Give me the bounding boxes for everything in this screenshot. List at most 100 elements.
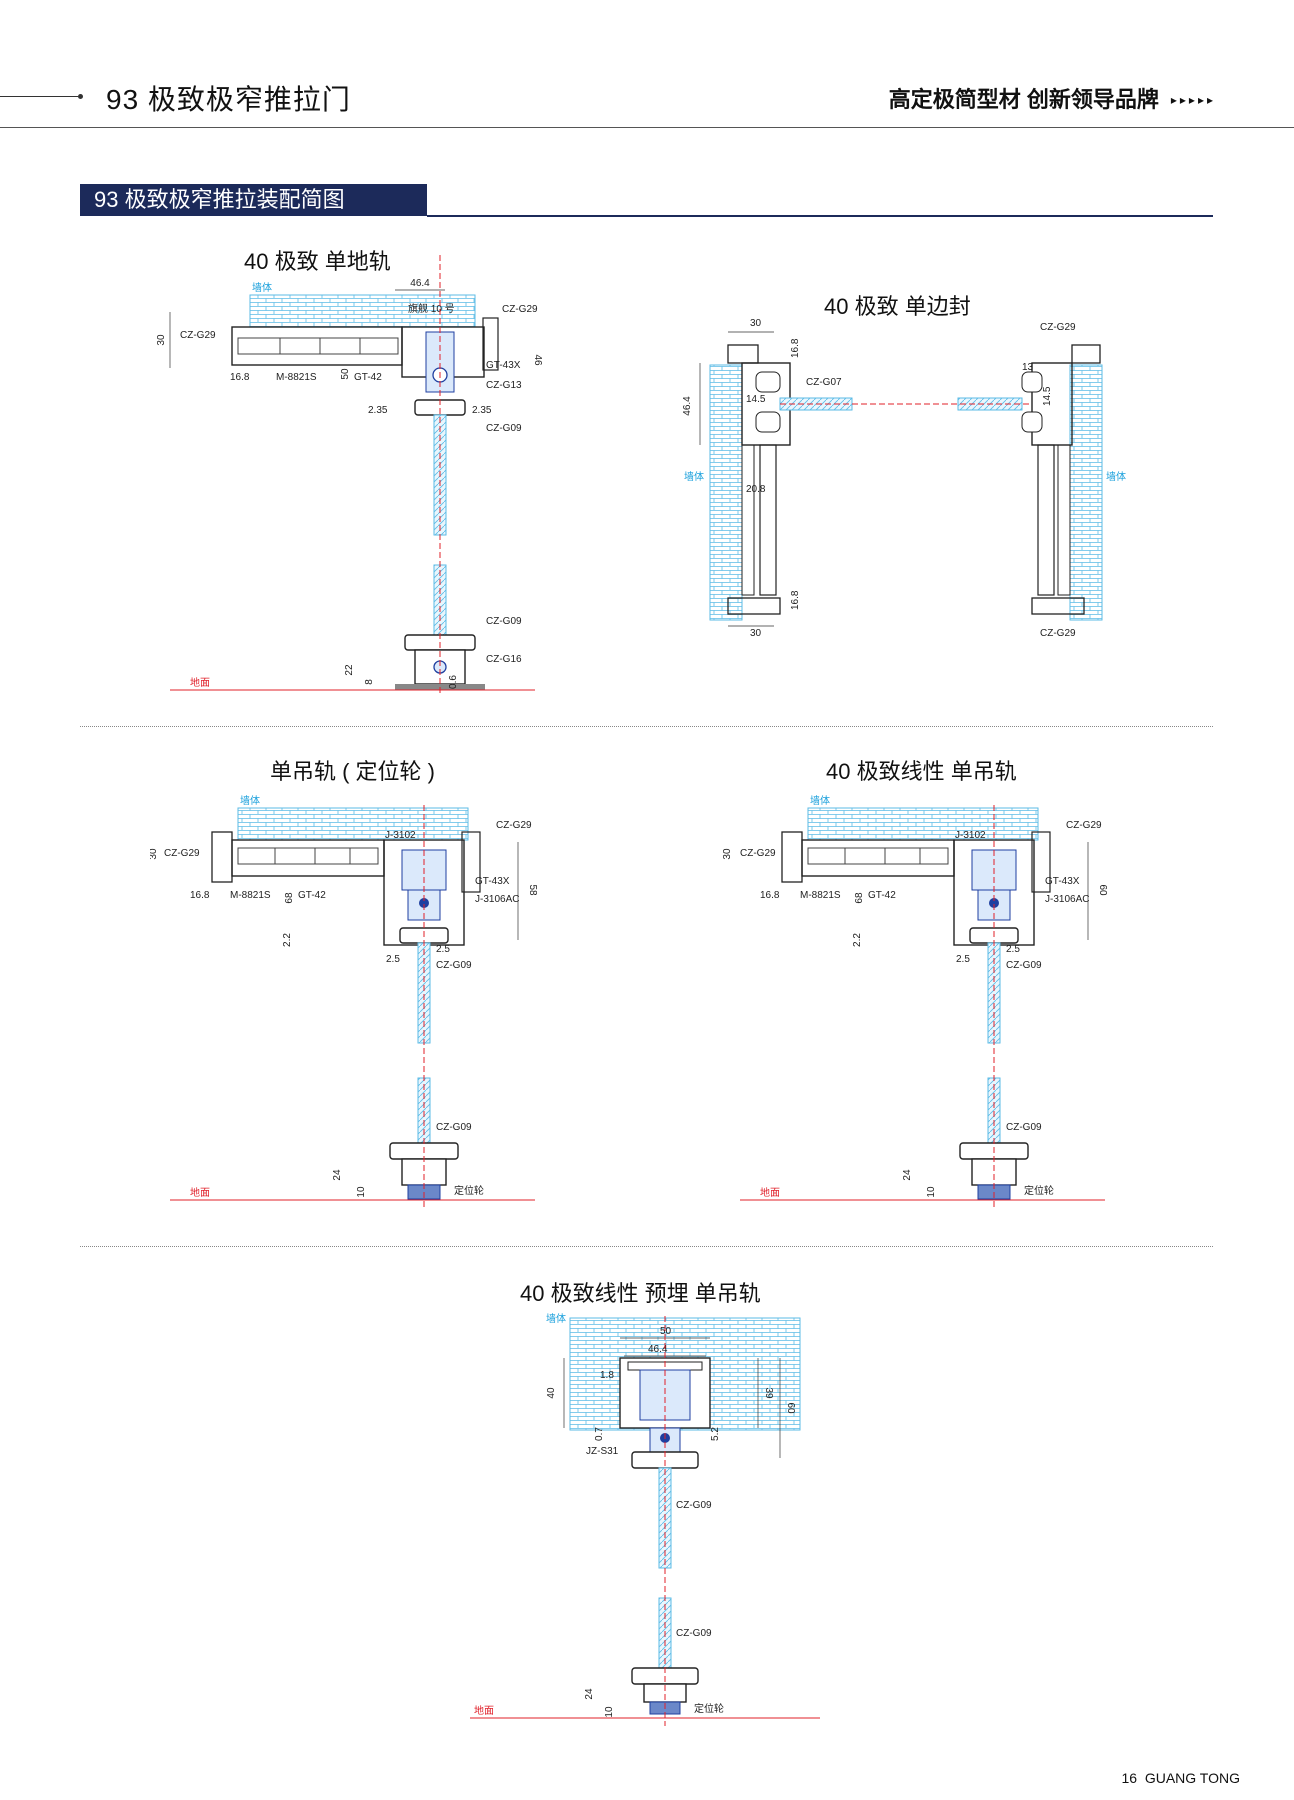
label-gt42: GT-42 [298, 890, 326, 901]
label-dim60: 60 [785, 1402, 796, 1414]
label-d235a: 2.35 [368, 405, 388, 416]
label-dim208: 20.8 [746, 484, 766, 495]
diagram-5-title: 40 极致线性 预埋 单吊轨 [520, 1281, 761, 1306]
label-dim30: 30 [722, 848, 733, 860]
label-wall-right: 墙体 [1106, 470, 1126, 483]
section-rule [427, 215, 1213, 217]
label-d25a: 2.5 [956, 954, 970, 965]
label-czg29-r: CZ-G29 [1066, 820, 1102, 831]
label-wheel: 定位轮 [454, 1184, 484, 1197]
label-dim168: 16.8 [760, 890, 780, 901]
label-dim168: 16.8 [190, 890, 210, 901]
label-dim22: 2.2 [282, 933, 293, 947]
page-footer: 16 GUANG TONG [1121, 1770, 1240, 1786]
label-dim168: 16.8 [230, 372, 250, 383]
label-wheel: 定位轮 [1024, 1184, 1054, 1197]
label-czg29-l: CZ-G29 [164, 848, 200, 859]
label-dim24: 24 [332, 1169, 343, 1181]
label-czg09a: CZ-G09 [486, 423, 522, 434]
label-wall: 墙体 [546, 1312, 566, 1325]
label-czg29-r: CZ-G29 [502, 304, 538, 315]
diagram-4: 墙体 J-3102 CZ-G29 CZ-G29 30 60 GT-43X J-3… [722, 794, 1108, 1210]
label-dim10: 10 [604, 1706, 615, 1718]
label-czg09b: CZ-G09 [1006, 1122, 1042, 1133]
diagram-4-title: 40 极致线性 单吊轨 [826, 759, 1017, 784]
label-czg16: CZ-G16 [486, 654, 522, 665]
label-dim68: 68 [854, 892, 865, 904]
label-dim18: 1.8 [600, 1370, 614, 1381]
label-czg09a: CZ-G09 [436, 960, 472, 971]
label-czg09a: CZ-G09 [676, 1500, 712, 1511]
brand-slogan: 高定极简型材 创新领导品牌 ▸▸▸▸▸ [889, 82, 1216, 114]
label-dim52: 5.2 [710, 1427, 721, 1441]
label-dim24: 24 [902, 1169, 913, 1181]
label-floor: 地面 [190, 676, 210, 689]
label-wall: 墙体 [252, 281, 272, 294]
label-jzs31: JZ-S31 [586, 1446, 619, 1457]
label-dim145: 14.5 [746, 394, 766, 405]
label-dim10: 10 [356, 1186, 367, 1198]
label-czg29-l: CZ-G29 [740, 848, 776, 859]
label-dim13: 13 [1022, 362, 1034, 373]
label-czg29-r: CZ-G29 [496, 820, 532, 831]
label-d25b: 2.5 [436, 944, 450, 955]
label-czg29-top: CZ-G29 [1040, 322, 1076, 333]
label-d235b: 2.35 [472, 405, 492, 416]
label-wall: 墙体 [810, 794, 830, 807]
page-title: 93 极致极窄推拉门 [106, 84, 351, 115]
label-j3102: J-3102 [385, 830, 416, 841]
label-dim145-right: 14.5 [1042, 386, 1053, 406]
label-czg29-l: CZ-G29 [180, 330, 216, 341]
label-dim22: 22 [344, 664, 355, 676]
label-dim10: 10 [926, 1186, 937, 1198]
diagram-2-title: 40 极致 单边封 [824, 294, 971, 319]
label-dim60: 60 [1097, 884, 1108, 896]
label-m8821: M-8821S [230, 890, 271, 901]
diagram-2: 墙体 30 16.8 CZ-G07 46.4 14.5 20.8 16.8 30… [682, 318, 1126, 639]
label-dim30: 30 [150, 848, 159, 860]
label-czg09a: CZ-G09 [1006, 960, 1042, 971]
label-wall: 墙体 [240, 794, 260, 807]
label-dim07: 0.7 [594, 1427, 605, 1441]
label-gt42: GT-42 [354, 372, 382, 383]
diagram-3: 墙体 J-3102 CZ-G29 CZ-G29 30 58 GT-43X J-3… [150, 794, 538, 1210]
label-dim8: 8 [364, 679, 375, 685]
label-czg29-bottom: CZ-G29 [1040, 628, 1076, 639]
label-gt42: GT-42 [868, 890, 896, 901]
label-czg09b: CZ-G09 [486, 616, 522, 627]
label-j3102: J-3102 [955, 830, 986, 841]
page-number: 16 [1121, 1770, 1138, 1786]
slogan-text: 高定极简型材 创新领导品牌 [888, 87, 1159, 112]
label-dim30-bottom: 30 [750, 628, 762, 639]
label-j3106: J-3106AC [1045, 894, 1089, 905]
label-gt43x: GT-43X [1045, 876, 1080, 887]
label-qijian: 旗舰 10 号 [408, 302, 455, 315]
label-dim22: 2.2 [852, 933, 863, 947]
label-dim168-bottom: 16.8 [790, 590, 801, 610]
diagram-1-title: 40 极致 单地轨 [244, 249, 391, 274]
label-dim-top: 46.4 [410, 278, 430, 289]
label-m8821: M-8821S [800, 890, 841, 901]
label-dim464: 46.4 [648, 1344, 668, 1355]
label-czg09b: CZ-G09 [676, 1628, 712, 1639]
label-floor: 地面 [474, 1704, 494, 1717]
label-czg13: CZ-G13 [486, 380, 522, 391]
label-dim464: 46.4 [682, 396, 693, 416]
divider-2 [80, 1246, 1213, 1247]
label-wheel: 定位轮 [694, 1702, 724, 1715]
diagram-3-title: 单吊轨 ( 定位轮 ) [270, 759, 435, 784]
arrow-icons: ▸▸▸▸▸ [1170, 93, 1216, 107]
section-title: 93 极致极窄推拉装配简图 [80, 184, 427, 216]
label-dim30: 30 [156, 334, 167, 346]
label-dim06: 0.6 [448, 675, 459, 689]
label-d25a: 2.5 [386, 954, 400, 965]
diagram-1: 墙体 46.4 旗舰 10 号 CZ-G29 CZ-G29 30 46 50 G… [156, 255, 543, 695]
label-czg09b: CZ-G09 [436, 1122, 472, 1133]
label-d25b: 2.5 [1006, 944, 1020, 955]
label-m8821: M-8821S [276, 372, 317, 383]
label-j3106: J-3106AC [475, 894, 519, 905]
label-dim50: 50 [660, 1326, 672, 1337]
label-dim30-top: 30 [750, 318, 762, 329]
label-dim58: 58 [527, 884, 538, 896]
header-rule-left [0, 96, 78, 97]
